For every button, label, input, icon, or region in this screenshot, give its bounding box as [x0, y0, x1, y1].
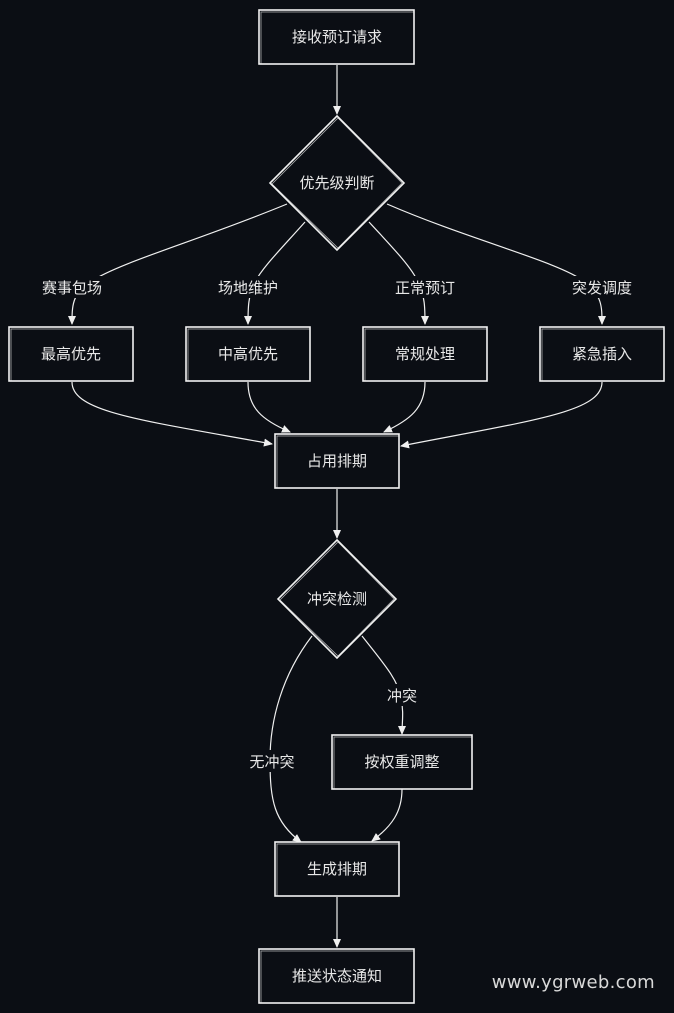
node-conflict: 冲突检测: [276, 538, 398, 660]
edge-priority-highest: [68, 203, 288, 325]
node-urgent: 紧急插入: [539, 326, 665, 382]
node-adjust: 按权重调整: [331, 734, 473, 790]
node-generate-label: 生成排期: [307, 860, 367, 878]
edge-highest-occupy: [71, 381, 273, 447]
edge-label-regular: 正常预订: [395, 279, 455, 297]
edge-label-dispatch: 突发调度: [572, 279, 632, 297]
node-midhigh-label: 中高优先: [218, 345, 278, 363]
node-generate: 生成排期: [274, 841, 400, 897]
node-conflict-label: 冲突检测: [307, 590, 367, 608]
node-priority-label: 优先级判断: [299, 174, 374, 192]
node-receive-label: 接收预订请求: [292, 28, 382, 46]
node-adjust-label: 按权重调整: [364, 753, 439, 771]
node-normal-label: 常规处理: [395, 345, 455, 363]
edges: [68, 65, 606, 948]
edge-conflict-generate: [269, 635, 313, 843]
edge-priority-midhigh: [244, 221, 306, 325]
edge-priority-urgent: [386, 203, 606, 325]
edge-label-event: 赛事包场: [42, 279, 102, 297]
edge-normal-occupy: [383, 381, 426, 433]
node-occupy-label: 占用排期: [307, 452, 367, 470]
edge-adjust-generate: [371, 788, 403, 842]
edge-urgent-occupy: [400, 381, 603, 449]
edge-priority-normal: [368, 221, 429, 325]
node-receive: 接收预订请求: [258, 9, 415, 65]
node-midhigh: 中高优先: [185, 326, 311, 382]
node-occupy: 占用排期: [274, 433, 400, 489]
node-notify: 推送状态通知: [258, 948, 415, 1004]
edge-label-maintenance: 场地维护: [218, 279, 278, 297]
node-notify-label: 推送状态通知: [292, 967, 382, 985]
node-highest: 最高优先: [8, 326, 134, 382]
node-urgent-label: 紧急插入: [572, 345, 632, 363]
node-priority: 优先级判断: [268, 114, 406, 252]
edge-label-no-conflict: 无冲突: [249, 753, 294, 771]
node-normal: 常规处理: [362, 326, 488, 382]
watermark: www.ygrweb.com: [491, 972, 655, 993]
edge-label-has-conflict: 冲突: [387, 687, 417, 705]
edge-labels: 赛事包场 场地维护 正常预订 突发调度 冲突 无冲突: [36, 276, 638, 772]
node-highest-label: 最高优先: [41, 345, 101, 363]
edge-midhigh-occupy: [247, 381, 291, 433]
